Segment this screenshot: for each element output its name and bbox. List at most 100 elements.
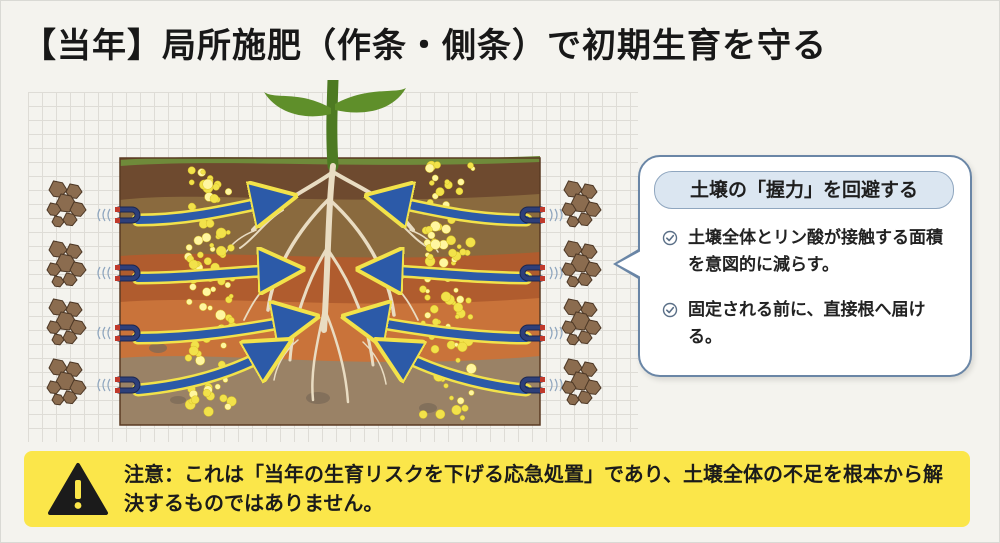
fertilizer-dot: [199, 302, 208, 311]
fertilizer-band-left: [184, 166, 238, 417]
fertilizer-dot: [455, 357, 461, 363]
fertilizer-dot: [225, 230, 231, 235]
magnet-icon: [519, 264, 563, 282]
callout-item: 固定される前に、直接根へ届ける。: [662, 297, 958, 351]
fertilizer-dot: [203, 257, 212, 266]
fertilizer-dot: [457, 397, 465, 405]
fertilizer-dot: [209, 242, 215, 248]
fertilizer-dot: [203, 406, 214, 417]
soil-diagram: [46, 80, 602, 426]
fertilizer-dot: [193, 235, 204, 246]
fertilizer-dot: [227, 244, 235, 252]
fertilizer-dot: [430, 344, 440, 354]
pebble: [149, 343, 167, 353]
fertilizer-dot: [209, 194, 219, 204]
plant-leaf-left: [264, 92, 331, 117]
fertilizer-dot: [467, 314, 474, 320]
magnet-icon: [97, 376, 141, 394]
fertilizer-dot: [202, 178, 214, 190]
soil-clod-icon: [46, 240, 87, 288]
fertilizer-dot: [215, 245, 227, 257]
fertilizer-dot: [224, 403, 232, 411]
pebble: [170, 396, 186, 404]
fertilizer-dot: [449, 395, 454, 401]
fertilizer-dot: [427, 231, 436, 240]
magnet-icon: [519, 324, 563, 342]
fertilizer-dot: [465, 297, 472, 304]
fertilizer-dot: [185, 244, 193, 251]
fertilizer-dot: [435, 409, 446, 420]
soil-clod-icon: [46, 298, 87, 346]
soil-clod-icon: [46, 180, 87, 228]
fertilizer-dot: [438, 258, 449, 268]
fertilizer-dot: [228, 293, 234, 299]
fertilizer-dot: [187, 202, 196, 211]
plant: [264, 80, 406, 172]
fertilizer-dot: [184, 354, 193, 362]
check-circle-icon: [662, 230, 678, 246]
fertilizer-dot: [457, 178, 465, 186]
fertilizer-dot: [205, 219, 215, 228]
fertilizer-dot: [451, 404, 462, 416]
magnet-icon: [97, 264, 141, 282]
magnet-icon: [519, 376, 563, 394]
fertilizer-dot: [220, 342, 227, 349]
fertilizer-dot: [441, 224, 451, 234]
arrows: [131, 200, 533, 397]
fertilizer-dot: [188, 259, 199, 270]
fertilizer-dot: [432, 318, 440, 326]
callout-item: 土壌全体とリン酸が接触する面積を意図的に減らす。: [662, 225, 958, 279]
fertilizer-dot: [202, 388, 211, 398]
fertilizer-dot: [467, 162, 474, 169]
soil-clod-icon: [561, 358, 602, 406]
fertilizer-dot: [444, 179, 450, 185]
magnet-icon: [97, 324, 141, 342]
callout-pointer-fill: [617, 251, 641, 277]
warning-text: 注意：これは「当年の生育リスクを下げる応急処置」であり、土壌全体の不足を根本から…: [124, 462, 943, 515]
arrow-right-2: [378, 270, 533, 278]
fertilizer-dot: [433, 161, 441, 169]
soil-layer-5: [120, 356, 540, 425]
soil-clod-icon: [46, 358, 87, 406]
fertilizer-dot: [454, 314, 460, 320]
magnet-icon: [519, 206, 563, 224]
pebble: [306, 392, 330, 404]
fertilizer-dot: [453, 287, 459, 293]
arrow-left-2: [131, 270, 283, 278]
soil-layer-3: [120, 252, 540, 306]
soil-clod-icon: [561, 298, 602, 346]
soil-clod-icon: [561, 240, 602, 288]
fertilizer-dot: [425, 288, 430, 294]
fertilizer-dot: [200, 169, 206, 175]
fertilizer-dot: [424, 294, 431, 301]
arrow-right-4: [393, 350, 533, 397]
warning-banner: 注意：これは「当年の生育リスクを下げる応急処置」であり、土壌全体の不足を根本から…: [24, 451, 970, 527]
fertilizer-dot: [224, 281, 231, 289]
fertilizer-dot: [461, 404, 469, 412]
fertilizer-dot: [431, 174, 439, 182]
fertilizer-dot: [430, 304, 439, 314]
plant-stem: [326, 80, 339, 172]
fertilizer-dot: [425, 163, 435, 173]
fertilizer-dot: [197, 251, 204, 259]
fertilizer-dot: [188, 179, 195, 186]
fertilizer-dot: [215, 227, 227, 239]
arrow-right-3: [363, 320, 533, 338]
fertilizer-dot: [427, 253, 434, 260]
fertilizer-dot: [456, 244, 462, 249]
fertilizer-dot: [418, 410, 428, 419]
fertilizer-dot: [202, 287, 212, 297]
fertilizer-dot: [227, 316, 235, 324]
fertilizer-dot: [465, 237, 476, 248]
fertilizer-dot: [429, 180, 435, 186]
fertilizer-dot: [186, 298, 193, 306]
fertilizer-dot: [201, 232, 212, 243]
fertilizer-dot: [457, 341, 468, 352]
fertilizer-dot: [188, 345, 199, 356]
fertilizer-dot: [207, 305, 213, 311]
fertilizer-dot: [466, 363, 477, 374]
fertilizer-dot: [440, 291, 452, 302]
fertilizer-dot: [468, 389, 475, 396]
fertilizer-dot: [215, 309, 226, 321]
fertilizer-dot: [187, 166, 196, 175]
